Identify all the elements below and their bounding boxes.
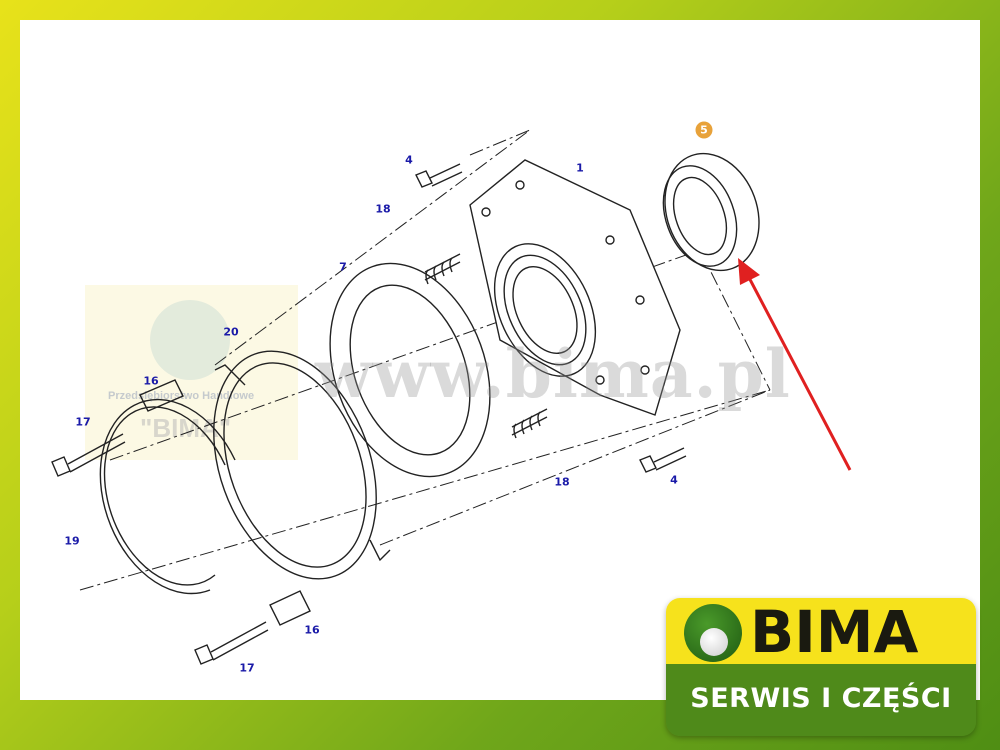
part-label-4: 4 bbox=[405, 153, 413, 167]
part-label-5-highlighted: 5 bbox=[695, 121, 713, 139]
part-label-4: 4 bbox=[670, 473, 678, 487]
watermark-logo-icon bbox=[150, 300, 230, 380]
part-label-17: 17 bbox=[239, 661, 255, 675]
logo-name: BIMA bbox=[750, 598, 919, 666]
spring-bottom-part bbox=[511, 408, 548, 439]
housing-part bbox=[469, 159, 681, 416]
part-label-18: 18 bbox=[375, 202, 391, 216]
sleeve-parts bbox=[139, 379, 311, 626]
part-label-20: 20 bbox=[223, 325, 239, 339]
part-label-1: 1 bbox=[576, 161, 584, 175]
part-label-16: 16 bbox=[304, 623, 320, 637]
bolt-parts bbox=[51, 163, 687, 665]
watermark-url: www.bima.pl bbox=[315, 335, 791, 413]
watermark-name: "BIMA" bbox=[140, 413, 232, 443]
snap-ring-part bbox=[99, 398, 236, 595]
red-arrow-indicator bbox=[738, 258, 852, 471]
gasket-part bbox=[329, 262, 491, 478]
bearing-part bbox=[662, 152, 760, 272]
logo-white-ball-icon bbox=[700, 628, 728, 656]
part-label-7: 7 bbox=[339, 260, 347, 274]
part-label-18: 18 bbox=[554, 475, 570, 489]
part-label-19: 19 bbox=[64, 534, 80, 548]
tab-washer-part bbox=[213, 350, 391, 580]
part-label-17: 17 bbox=[75, 415, 91, 429]
part-label-16: 16 bbox=[143, 374, 159, 388]
spring-top-part bbox=[424, 253, 461, 285]
logo-tagline: SERWIS I CZĘŚCI bbox=[666, 664, 976, 736]
bima-logo: BIMA SERWIS I CZĘŚCI bbox=[666, 598, 976, 736]
